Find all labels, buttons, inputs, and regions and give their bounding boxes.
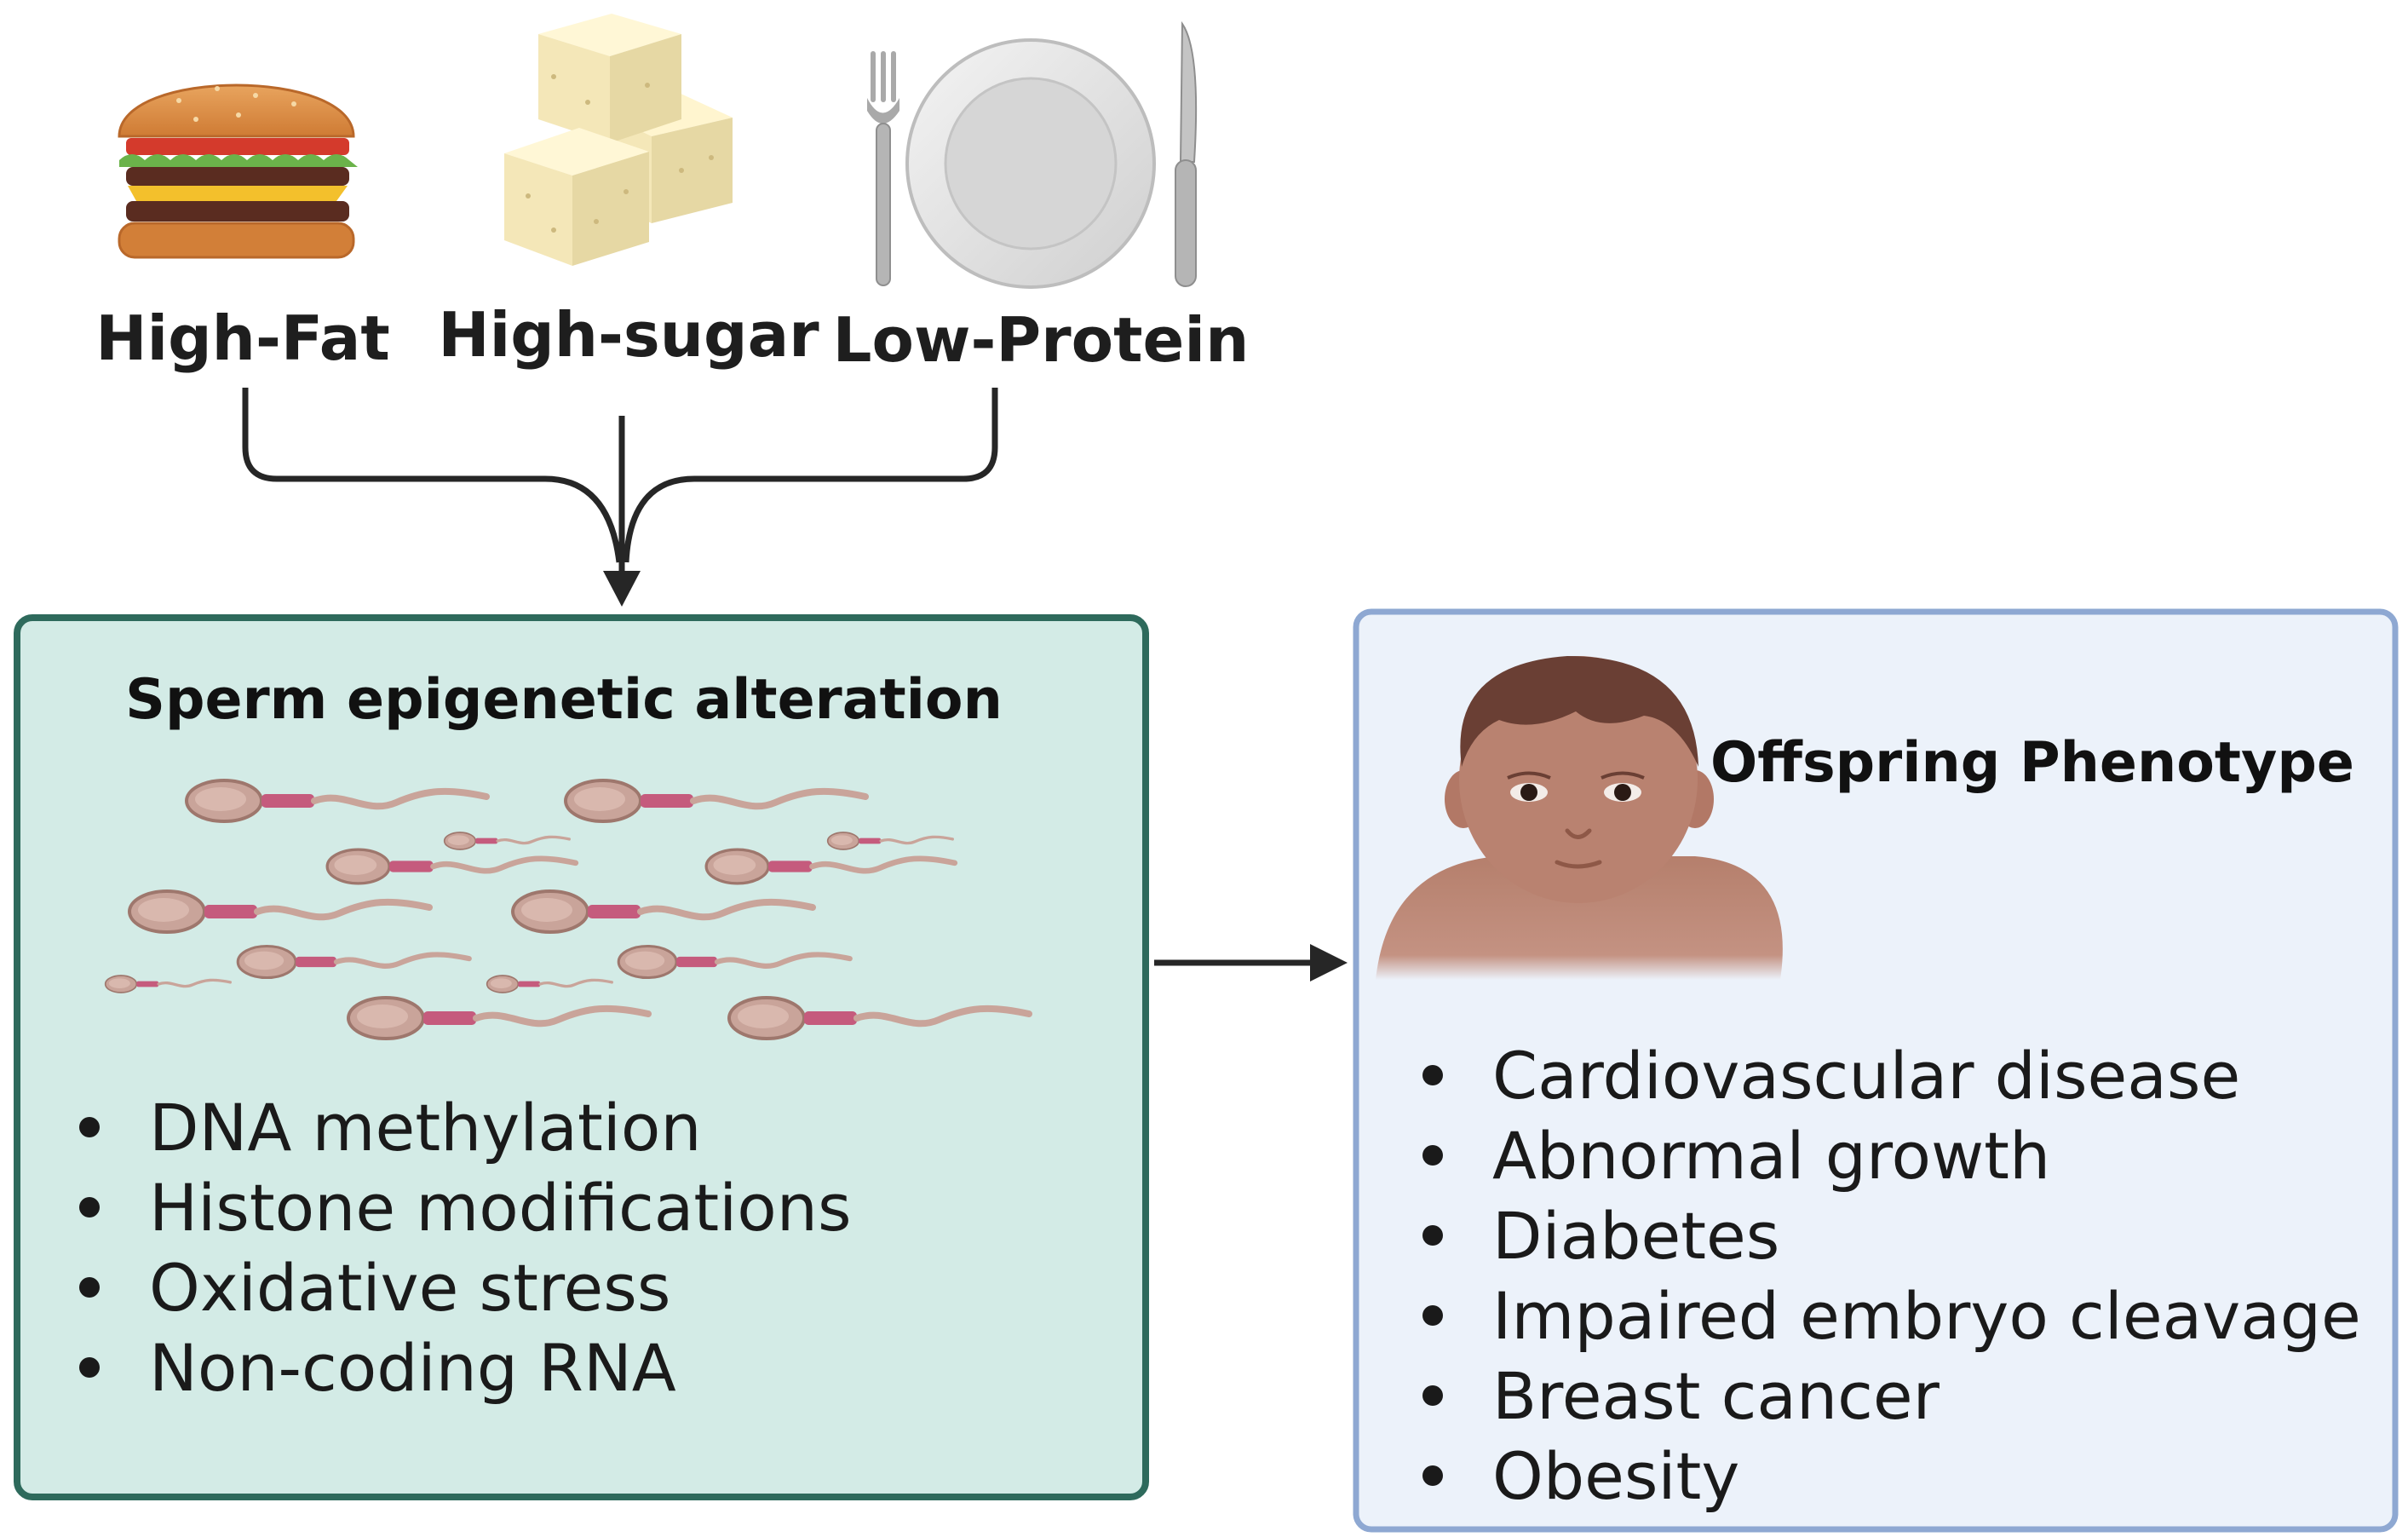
list-item: Diabetes (1492, 1198, 1779, 1274)
list-item: DNA methylation (149, 1090, 702, 1166)
burger-icon (118, 83, 358, 259)
diet-to-sperm-arrows (242, 388, 998, 607)
list-item: Non-coding RNA (149, 1330, 676, 1406)
list-item: Abnormal growth (1492, 1118, 2050, 1194)
list-item: Obesity (1492, 1438, 1739, 1514)
bullet-dot (1422, 1145, 1443, 1166)
diet-label-high-sugar: High-sugar (438, 299, 819, 371)
bullet-dot (79, 1117, 100, 1137)
list-item: Breast cancer (1492, 1358, 1940, 1434)
bullet-dot (1422, 1385, 1443, 1406)
diet-label-low-protein: Low-Protein (833, 304, 1250, 376)
bullet-dot (79, 1197, 100, 1218)
list-item: Cardiovascular disease (1492, 1038, 2240, 1114)
diet-label-high-fat: High-Fat (95, 302, 390, 374)
bullet-dot (1422, 1065, 1443, 1085)
offspring-phenotype-list: Cardiovascular disease Abnormal growth D… (1422, 1038, 2361, 1514)
bullet-dot (79, 1357, 100, 1378)
list-item: Histone modifications (149, 1170, 852, 1246)
plate-fork-knife-icon (867, 20, 1198, 289)
bullet-dot (1422, 1305, 1443, 1326)
list-item: Oxidative stress (149, 1250, 670, 1326)
bullet-dot (79, 1277, 100, 1298)
bullet-dot (1422, 1225, 1443, 1246)
offspring-box-title: Offspring Phenotype (1710, 731, 2354, 795)
baby-icon (1376, 656, 1783, 980)
sperm-epigenetic-box (14, 614, 1149, 1500)
sperm-to-offspring-arrow (1154, 944, 1348, 981)
bullet-dot (1422, 1465, 1443, 1486)
sperm-box-title: Sperm epigenetic alteration (125, 668, 1003, 732)
sugar-cubes-icon (504, 14, 733, 266)
list-item: Impaired embryo cleavage (1492, 1278, 2361, 1354)
sperm-alteration-list: DNA methylation Histone modifications Ox… (79, 1090, 852, 1406)
